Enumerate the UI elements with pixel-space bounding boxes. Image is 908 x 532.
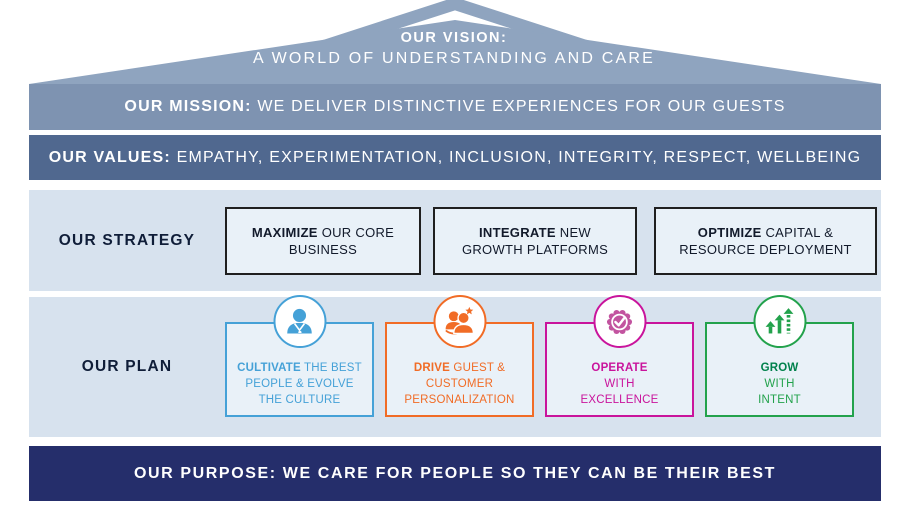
mission-text: OUR MISSION: WE DELIVER DISTINCTIVE EXPE… [124, 98, 786, 115]
plan-box-text: GROW WITH INTENT [758, 362, 801, 406]
purpose-text: OUR PURPOSE: WE CARE FOR PEOPLE SO THEY … [133, 464, 777, 482]
people-star-icon [433, 295, 486, 348]
strategy-box-maximize: MAXIMIZE OUR CORE BUSINESS [225, 207, 421, 275]
mission-label: OUR MISSION: [124, 98, 252, 115]
vision-label: OUR VISION: [400, 30, 508, 46]
mission-band: OUR MISSION: WE DELIVER DISTINCTIVE EXPE… [29, 84, 881, 130]
values-label: OUR VALUES: [48, 148, 171, 166]
strategy-box-line: BUSINESS [288, 242, 358, 257]
values-band: OUR VALUES: EMPATHY, EXPERIMENTATION, IN… [29, 135, 881, 180]
person-icon [273, 295, 326, 348]
strategy-label: OUR STRATEGY [58, 231, 196, 249]
roof-triangle [29, 20, 881, 84]
strategy-box-integrate: INTEGRATE NEW GROWTH PLATFORMS [433, 207, 637, 275]
plan-band: OUR PLAN CULTIVATE THE BEST PEOPLE & EVO… [29, 295, 881, 437]
values-text: OUR VALUES: EMPATHY, EXPERIMENTATION, IN… [48, 148, 862, 166]
strategy-box-line: GROWTH PLATFORMS [461, 242, 609, 257]
plan-box-cultivate: CULTIVATE THE BEST PEOPLE & EVOLVE THE C… [225, 295, 374, 417]
strategy-band: OUR STRATEGY MAXIMIZE OUR CORE BUSINESS … [29, 190, 881, 291]
strategy-box-line: OPTIMIZE CAPITAL & [697, 225, 834, 240]
strategy-box-line: INTEGRATE NEW [478, 225, 591, 240]
plan-box-text: CULTIVATE THE BEST PEOPLE & EVOLVE THE C… [237, 362, 362, 406]
growth-arrows-icon [753, 295, 806, 348]
plan-box-drive: DRIVE GUEST & CUSTOMER PERSONALIZATION [385, 295, 534, 417]
plan-box-text: OPERATE WITH EXCELLENCE [580, 362, 659, 406]
strategy-box-line: MAXIMIZE OUR CORE [251, 225, 395, 240]
plan-box-grow: GROW WITH INTENT [705, 295, 854, 417]
plan-box-operate: OPERATE WITH EXCELLENCE [545, 295, 694, 417]
vision-text: A WORLD OF UNDERSTANDING AND CARE [252, 50, 656, 67]
roof-shape [29, 0, 881, 84]
purpose-band: OUR PURPOSE: WE CARE FOR PEOPLE SO THEY … [29, 446, 881, 501]
purpose-label: OUR PURPOSE: [133, 464, 277, 482]
badge-check-icon [593, 295, 646, 348]
plan-box-text: DRIVE GUEST & CUSTOMER PERSONALIZATION [404, 362, 515, 406]
strategy-box-optimize: OPTIMIZE CAPITAL & RESOURCE DEPLOYMENT [654, 207, 877, 275]
strategy-box-line: RESOURCE DEPLOYMENT [679, 242, 852, 257]
plan-label: OUR PLAN [81, 358, 173, 375]
vision-section: OUR VISION: A WORLD OF UNDERSTANDING AND… [0, 30, 908, 68]
